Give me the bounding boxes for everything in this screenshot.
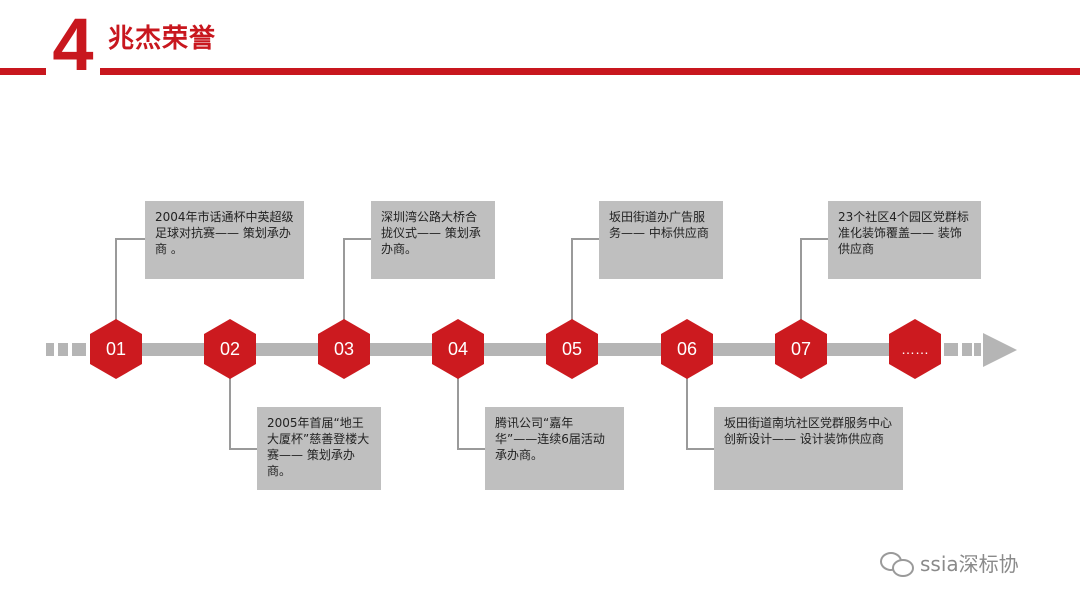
- connector-04: [457, 378, 459, 450]
- timeline-dash: [46, 343, 54, 356]
- connector-02: [229, 378, 231, 450]
- connector-07: [800, 238, 828, 240]
- timeline-dash: [944, 343, 958, 356]
- watermark: ssia深标协: [880, 548, 1019, 577]
- watermark-text: ssia深标协: [920, 552, 1019, 576]
- timeline-node-more: ……: [889, 319, 941, 379]
- timeline-node-07: 07: [775, 319, 827, 379]
- timeline-bar: [100, 343, 940, 356]
- section-number: 4: [52, 3, 94, 86]
- connector-01: [115, 238, 117, 322]
- connector-03: [343, 238, 371, 240]
- connector-07: [800, 238, 802, 322]
- timeline-node-01: 01: [90, 319, 142, 379]
- connector-06: [686, 448, 714, 450]
- timeline-node-05: 05: [546, 319, 598, 379]
- header-rule-right: [100, 68, 1080, 75]
- page-title: 兆杰荣誉: [108, 24, 217, 54]
- note-05: 坂田街道办广告服务—— 中标供应商: [599, 201, 723, 279]
- timeline-dash: [974, 343, 981, 356]
- timeline-dash: [58, 343, 68, 356]
- note-01: 2004年市话通杯中英超级足球对抗赛—— 策划承办商 。: [145, 201, 304, 279]
- connector-06: [686, 378, 688, 450]
- connector-04: [457, 448, 485, 450]
- timeline-node-04: 04: [432, 319, 484, 379]
- timeline-dash: [962, 343, 972, 356]
- note-07: 23个社区4个园区党群标准化装饰覆盖—— 装饰供应商: [828, 201, 981, 279]
- timeline-node-03: 03: [318, 319, 370, 379]
- connector-05: [571, 238, 599, 240]
- timeline-node-02: 02: [204, 319, 256, 379]
- connector-02: [229, 448, 257, 450]
- timeline-arrow-icon: [983, 333, 1017, 367]
- note-03: 深圳湾公路大桥合拢仪式—— 策划承办商。: [371, 201, 495, 279]
- timeline-node-06: 06: [661, 319, 713, 379]
- timeline-dash: [72, 343, 86, 356]
- wechat-icon: [880, 550, 914, 577]
- connector-05: [571, 238, 573, 322]
- note-04: 腾讯公司“嘉年华”——连续6届活动承办商。: [485, 407, 624, 490]
- header-rule-left: [0, 68, 46, 75]
- connector-01: [115, 238, 145, 240]
- note-02: 2005年首届“地王大厦杯”慈善登楼大赛—— 策划承办商。: [257, 407, 381, 490]
- note-06: 坂田街道南坑社区党群服务中心创新设计—— 设计装饰供应商: [714, 407, 903, 490]
- connector-03: [343, 238, 345, 322]
